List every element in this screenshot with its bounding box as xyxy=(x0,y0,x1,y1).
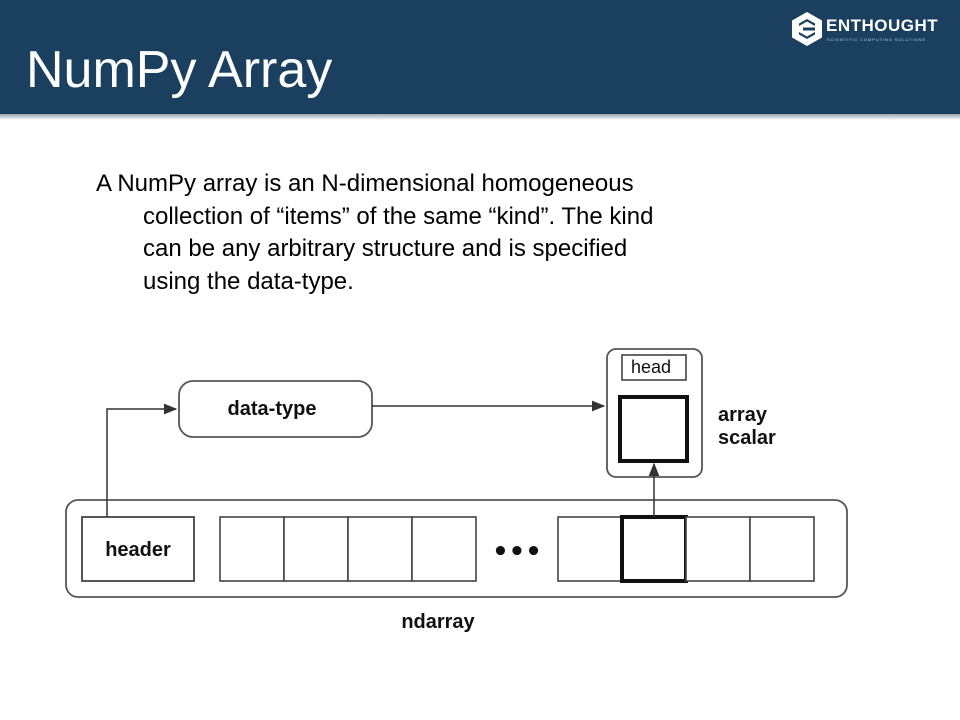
item-cell xyxy=(749,516,815,582)
item-cell xyxy=(219,516,285,582)
body-line-2: collection of “items” of the same “kind”… xyxy=(143,202,654,230)
title-bar-shadow xyxy=(0,114,960,120)
item-cell xyxy=(411,516,477,582)
item-cell xyxy=(557,516,623,582)
data-type-box xyxy=(178,380,373,438)
enthought-logo: ENTHOUGHT SCIENTIFIC COMPUTING SOLUTIONS xyxy=(790,10,952,50)
head-box xyxy=(621,354,687,381)
item-cell xyxy=(685,516,751,582)
data-type-label: data-type xyxy=(228,398,317,420)
array-scalar-label-line1: array xyxy=(718,404,768,426)
item-cell xyxy=(347,516,413,582)
ellipsis: ••• xyxy=(492,537,542,567)
header-box xyxy=(81,516,195,582)
body-line-4: using the data-type. xyxy=(143,267,354,295)
logo-tagline: SCIENTIFIC COMPUTING SOLUTIONS xyxy=(827,37,927,42)
body-line-1: A NumPy array is an N-dimensional homoge… xyxy=(96,170,634,197)
body-paragraph: A NumPy array is an N-dimensional homoge… xyxy=(96,168,796,298)
ndarray-label: ndarray xyxy=(401,611,475,633)
header-label: header xyxy=(105,539,171,561)
logo-wordmark: ENTHOUGHT xyxy=(826,16,939,35)
scalar-item-box xyxy=(618,395,689,463)
header-to-data-type-arrow xyxy=(106,403,178,517)
slide-title: NumPy Array xyxy=(26,41,333,99)
item-cell-highlighted xyxy=(620,515,688,583)
enthought-logo-icon xyxy=(792,12,822,46)
item-cell xyxy=(283,516,349,582)
head-label: head xyxy=(631,357,671,377)
array-scalar-label-line2: scalar xyxy=(718,427,776,449)
body-line-3: can be any arbitrary structure and is sp… xyxy=(143,235,628,262)
